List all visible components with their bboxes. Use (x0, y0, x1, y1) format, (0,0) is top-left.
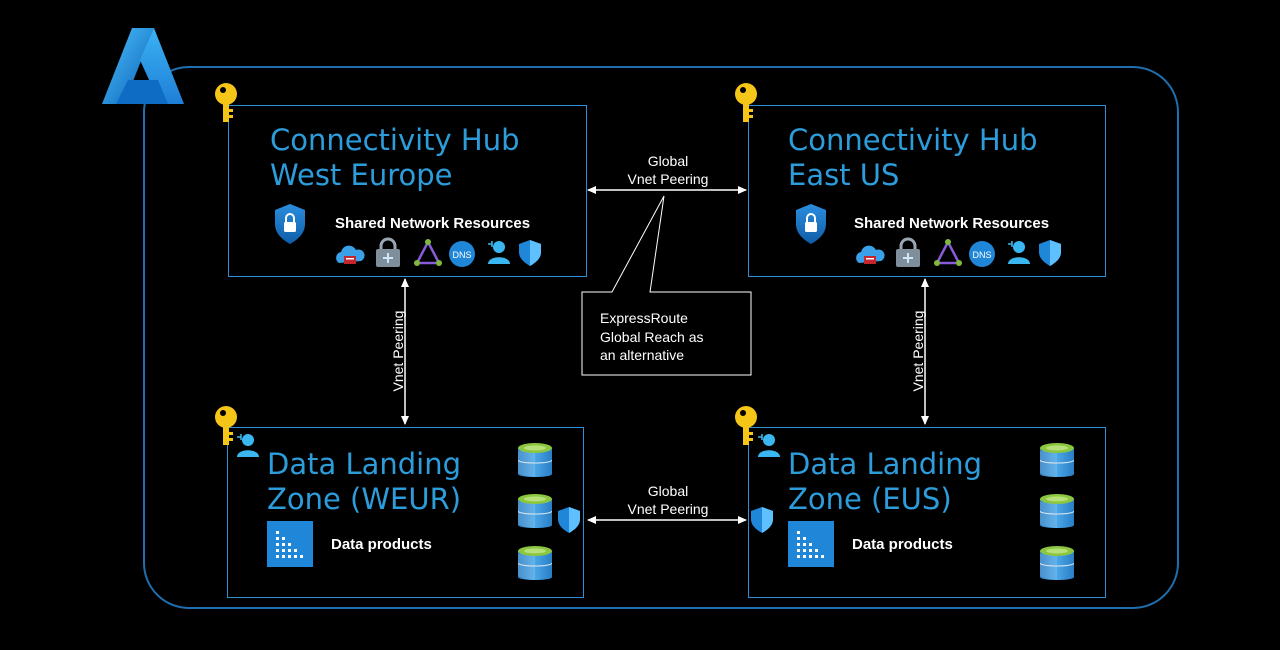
database-icon (518, 443, 552, 479)
data-products-label: Data products (852, 536, 953, 553)
azure-boundary (143, 66, 1179, 609)
callout-shape (581, 195, 752, 376)
user-identity-icon (236, 433, 260, 459)
user-identity-icon (757, 433, 781, 459)
key-icon (214, 82, 240, 126)
hub-west-europe-box (228, 105, 587, 277)
security-shield-icon (558, 507, 580, 533)
security-shield-icon (796, 204, 826, 244)
azure-logo (102, 28, 184, 104)
network-resources-icons (855, 243, 1070, 271)
vnet-peering-label-right: Vnet Peering (910, 310, 926, 392)
security-shield-icon (275, 204, 305, 244)
vnet-peering-label-left: Vnet Peering (390, 310, 406, 392)
database-icon (1040, 546, 1074, 582)
key-icon (734, 82, 760, 126)
data-landing-zone-weur-box (227, 427, 584, 598)
shared-network-resources-label: Shared Network Resources (854, 215, 1050, 232)
database-icon (518, 546, 552, 582)
network-resources-icons (335, 243, 550, 271)
data-products-icon (788, 521, 834, 567)
shared-network-resources-label: Shared Network Resources (335, 215, 531, 232)
data-landing-zone-eus-box (748, 427, 1106, 598)
data-products-icon (267, 521, 313, 567)
database-icon (1040, 494, 1074, 530)
data-products-label: Data products (331, 536, 432, 553)
database-icon (518, 494, 552, 530)
database-icon (1040, 443, 1074, 479)
security-shield-icon (751, 507, 773, 533)
hub-east-us-box (748, 105, 1106, 277)
